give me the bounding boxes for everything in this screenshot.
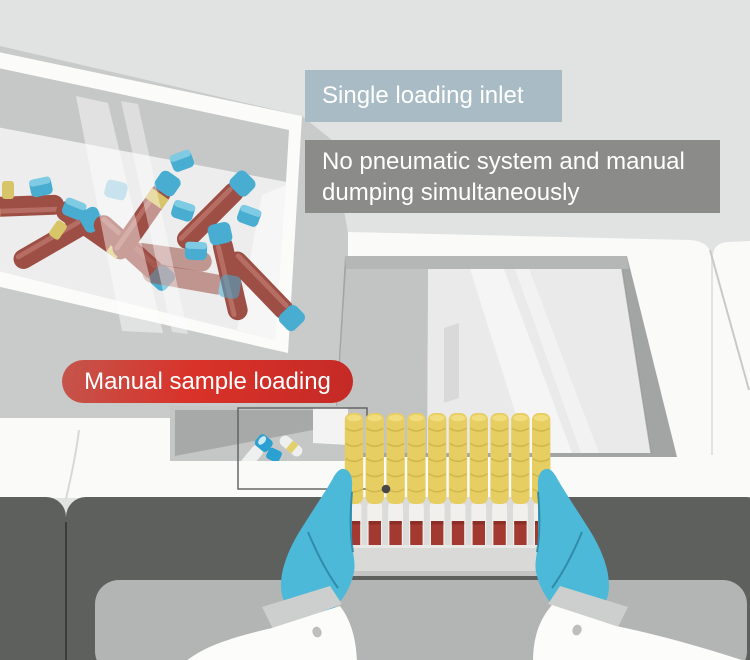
inlet-recess (333, 256, 677, 457)
sample-rack (336, 413, 564, 576)
callout-no-pneumatic: No pneumatic system and manual dumping s… (305, 140, 720, 213)
rack-base (336, 545, 564, 576)
callout-manual-sample-loading: Manual sample loading (62, 360, 353, 403)
callout-no-pneumatic-line1: No pneumatic system and manual (322, 148, 685, 175)
rack-tube (407, 413, 426, 553)
right-sleeve (533, 605, 742, 660)
sample-hopper (0, 52, 305, 353)
callout-manual-sample-loading-text: Manual sample loading (84, 368, 331, 395)
leader-dot (381, 484, 391, 494)
right-cuff (548, 586, 628, 631)
left-sleeve (187, 606, 357, 660)
right-hand (533, 468, 742, 660)
rack-tube (365, 413, 384, 553)
callout-no-pneumatic-line2: dumping simultaneously (322, 179, 580, 206)
callout-single-loading-inlet: Single loading inlet (305, 70, 562, 122)
left-cuff (262, 586, 342, 631)
inlet-window (427, 269, 651, 453)
callout-single-loading-inlet-text: Single loading inlet (322, 82, 524, 109)
left-hand (187, 468, 357, 660)
rack-tube (511, 413, 530, 553)
rack-tubes (344, 413, 551, 553)
left-glove (281, 468, 355, 619)
hopper-tubes (0, 149, 305, 332)
inlet-chute (150, 406, 348, 497)
rack-tube (469, 413, 488, 553)
rack-tube (386, 413, 405, 553)
rack-tube (490, 413, 509, 553)
rack-tube (428, 413, 447, 553)
rack-tube (448, 413, 468, 553)
right-glove (535, 468, 609, 619)
